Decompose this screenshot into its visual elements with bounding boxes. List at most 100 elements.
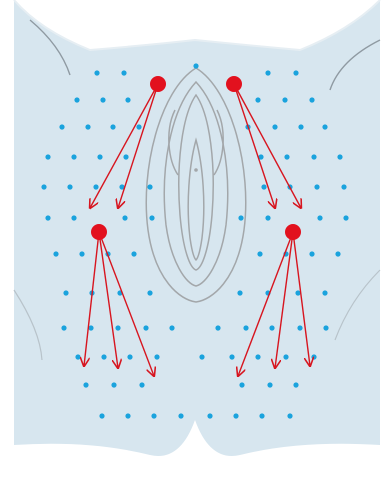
grid-dot [149,215,155,221]
grid-dot [101,354,107,360]
grid-dot [121,70,127,76]
grid-dot [229,354,235,360]
grid-dot [293,70,299,76]
grid-dot [311,154,317,160]
grid-dot [59,124,65,130]
grid-dot [178,413,184,419]
grid-dot [255,97,261,103]
grid-dot [261,184,267,190]
grid-dot [309,97,315,103]
grid-dot [139,382,145,388]
grid-dot [41,184,47,190]
arrow-lower-right-3 [292,231,310,366]
grid-dot [272,124,278,130]
grid-dot [314,184,320,190]
arrow-lower-left-3 [98,231,154,376]
grid-dot [75,354,81,360]
grid-dot [284,154,290,160]
grid-dot [283,354,289,360]
grid-dot [293,382,299,388]
grid-dot [207,413,213,419]
grid-dot [154,354,160,360]
grid-dot [233,413,239,419]
grid-dot [311,354,317,360]
grid-dot [322,124,328,130]
right-thigh-contour [334,269,381,341]
injection-point-upper-right [226,76,242,92]
grid-dot [287,413,293,419]
grid-dot [258,154,264,160]
grid-dot [74,97,80,103]
left-thigh-contour [13,289,43,361]
left-hip-contour [29,19,71,76]
grid-dot [143,325,149,331]
grid-dot [257,251,263,257]
grid-dot [265,70,271,76]
arrow-upper-left-1 [90,83,159,208]
grid-dot [127,354,133,360]
grid-dot [53,251,59,257]
grid-dot [110,124,116,130]
grid-dot [122,215,128,221]
grid-dot [45,215,51,221]
arrow-lower-left-2 [98,231,118,368]
grid-dot [295,290,301,296]
arrow-upper-right-1 [233,83,275,208]
grid-dots [41,63,349,419]
grid-dot [67,184,73,190]
grid-dot [215,325,221,331]
body-silhouette [14,0,380,456]
grid-dot [317,215,323,221]
injection-points [91,76,301,240]
grid-dot [83,382,89,388]
injection-point-lower-left [91,224,107,240]
grid-dot [199,354,205,360]
grid-dot [94,70,100,76]
grid-dot [238,215,244,221]
arrow-upper-right-2 [233,83,301,208]
arrow-lower-left-1 [84,231,100,366]
grid-dot [123,154,129,160]
grid-dot [267,382,273,388]
grid-dot [147,290,153,296]
vulva-outline [145,67,247,303]
grid-dot [61,325,67,331]
grid-dot [243,325,249,331]
grid-dot [85,124,91,130]
arrow-upper-left-2 [118,83,159,208]
grid-dot [151,413,157,419]
grid-dot [99,413,105,419]
grid-dot [169,325,175,331]
grid-dot [125,97,131,103]
injection-point-lower-right [285,224,301,240]
grid-dot [259,413,265,419]
arrow-lower-right-2 [275,231,294,368]
grid-dot [297,325,303,331]
grid-dot [136,124,142,130]
grid-dot [79,251,85,257]
injection-arrows [84,83,310,376]
right-hip-contour [329,39,381,91]
grid-dot [322,290,328,296]
grid-dot [71,215,77,221]
grid-dot [282,97,288,103]
arrow-lower-right-1 [238,231,294,376]
injection-point-upper-left [150,76,166,92]
grid-dot [111,382,117,388]
grid-dot [255,354,261,360]
top-curve [14,0,380,50]
grid-dot [88,325,94,331]
grid-dot [193,63,199,69]
top-curve-edge [13,0,381,52]
grid-dot [115,325,121,331]
grid-dot [63,290,69,296]
grid-dot [343,215,349,221]
grid-dot [239,382,245,388]
grid-dot [237,290,243,296]
grid-dot [265,215,271,221]
grid-dot [131,251,137,257]
grid-dot [119,184,125,190]
urethral-opening [194,168,198,172]
grid-dot [93,184,99,190]
